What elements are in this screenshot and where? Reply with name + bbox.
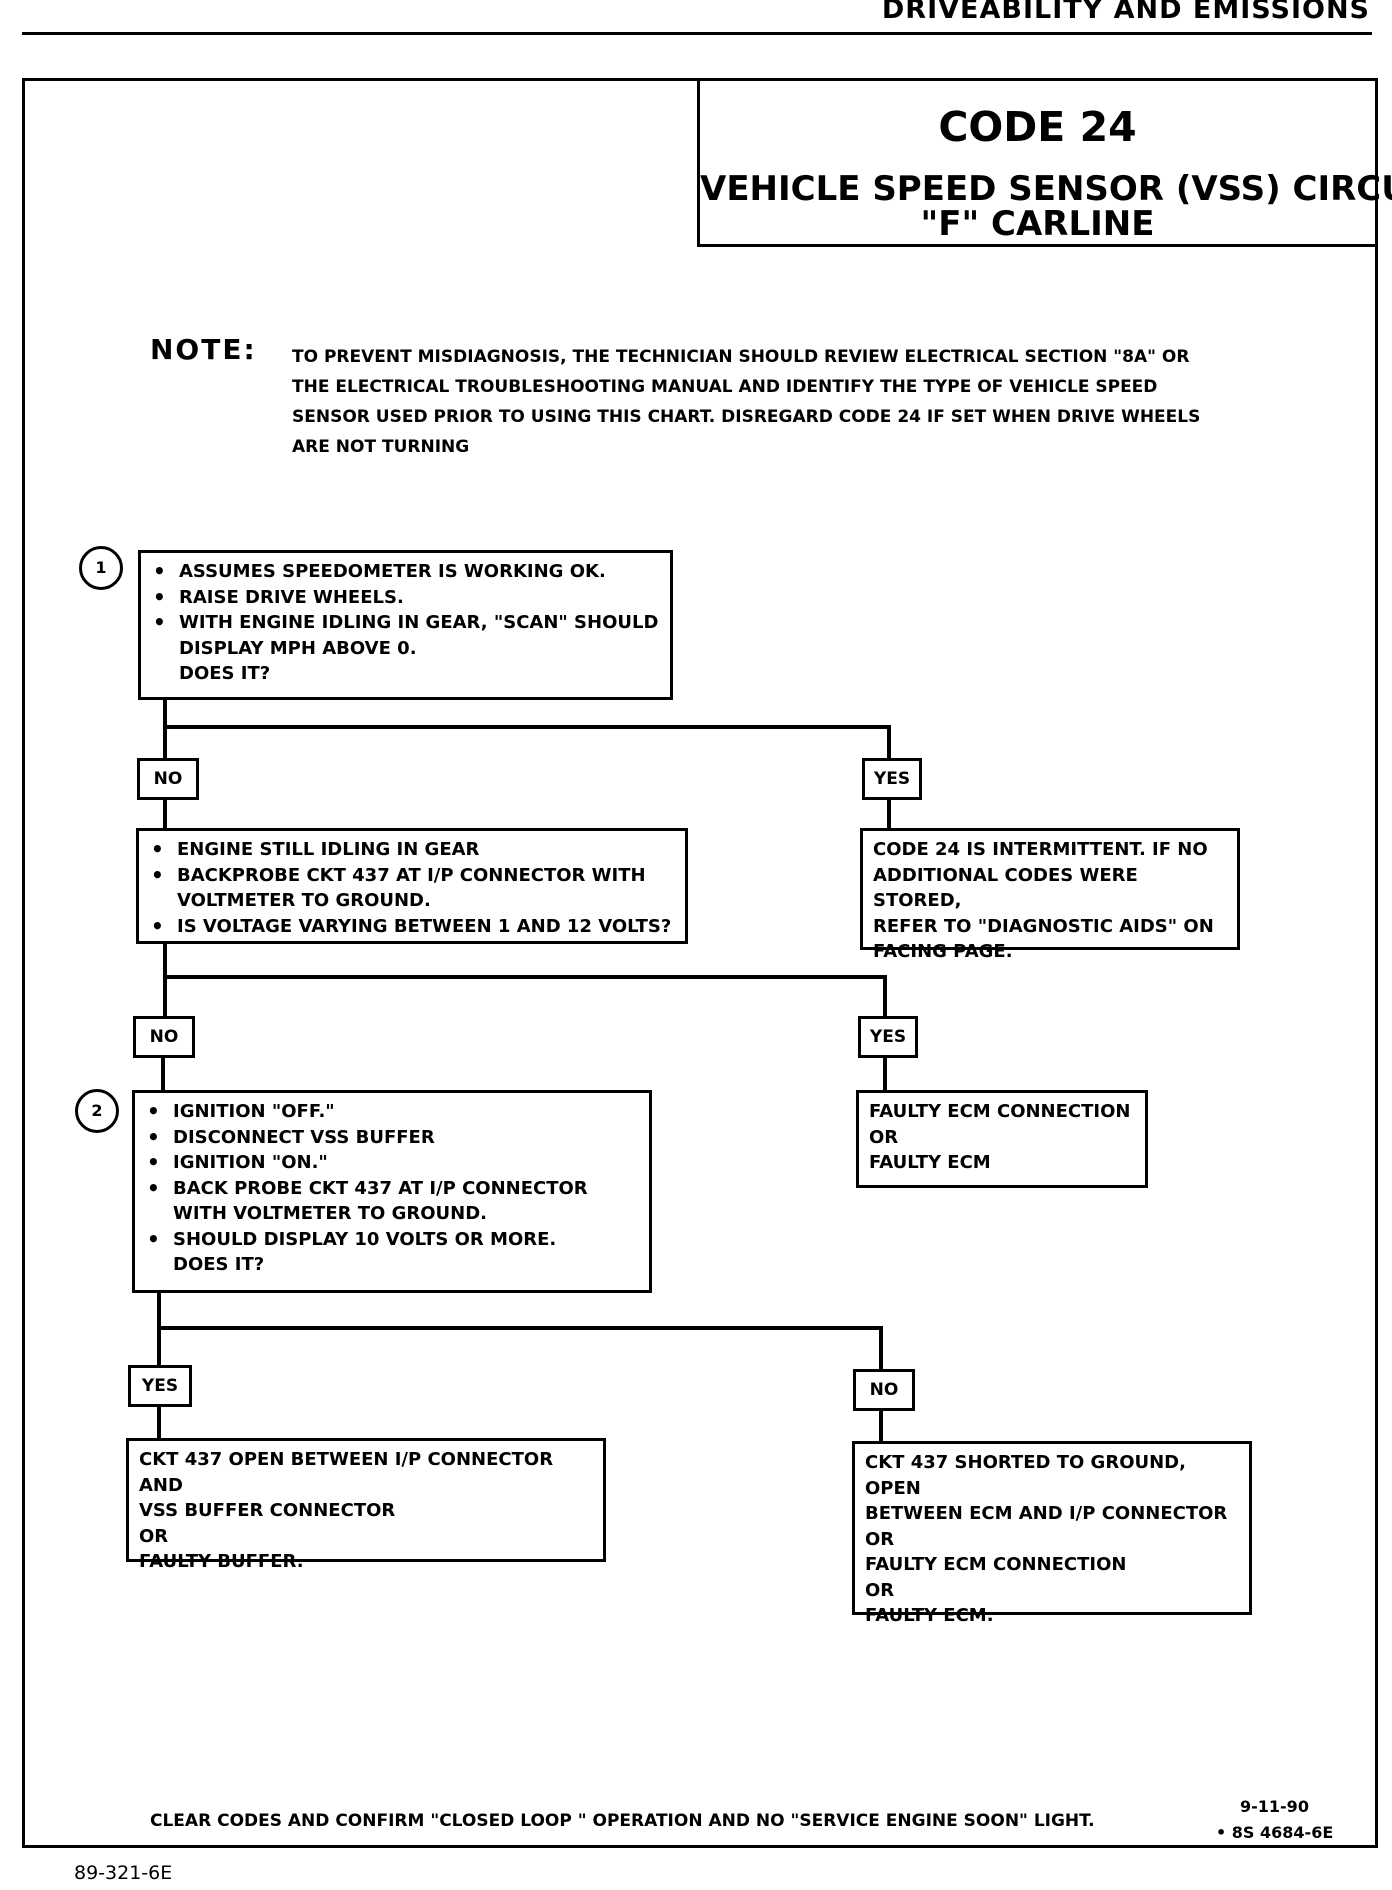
- shorted-circuit-line-3: OR: [865, 1528, 895, 1550]
- connector-line: [883, 1058, 887, 1090]
- voltage-check-bullet-1: ENGINE STILL IDLING IN GEAR: [149, 837, 675, 863]
- voltage-check-bullet-2: BACKPROBE CKT 437 AT I/P CONNECTOR WITH …: [149, 863, 675, 914]
- connector-line: [887, 800, 891, 828]
- footer-instruction: CLEAR CODES AND CONFIRM "CLOSED LOOP " O…: [150, 1811, 1095, 1831]
- circuit-title: VEHICLE SPEED SENSOR (VSS) CIRCUIT: [700, 169, 1392, 209]
- step1-box: ASSUMES SPEEDOMETER IS WORKING OK. RAISE…: [138, 550, 673, 700]
- step1-bullet-1: ASSUMES SPEEDOMETER IS WORKING OK.: [151, 559, 660, 585]
- faulty-ecm-box: FAULTY ECM CONNECTION OR FAULTY ECM: [856, 1090, 1148, 1188]
- step2-box: IGNITION "OFF." DISCONNECT VSS BUFFER IG…: [132, 1090, 652, 1293]
- step2-bullet-4: BACK PROBE CKT 437 AT I/P CONNECTOR WITH…: [145, 1176, 639, 1227]
- intermittent-line-3: REFER TO "DIAGNOSTIC AIDS" ON: [873, 915, 1214, 937]
- connector-line: [163, 700, 167, 758]
- open-circuit-line-3: OR: [139, 1525, 169, 1547]
- step2-question: DOES IT?: [173, 1254, 265, 1275]
- shorted-circuit-line-2: BETWEEN ECM AND I/P CONNECTOR: [865, 1503, 1228, 1524]
- footer-reference: • 8S 4684-6E: [1216, 1823, 1334, 1842]
- shorted-circuit-line-6: FAULTY ECM.: [865, 1605, 994, 1626]
- step1-no-label: NO: [137, 758, 199, 800]
- step-number-1: 1: [79, 546, 123, 590]
- note-text: TO PREVENT MISDIAGNOSIS, THE TECHNICIAN …: [292, 347, 1201, 457]
- open-circuit-line-4: FAULTY BUFFER.: [139, 1551, 304, 1572]
- connector-line: [163, 975, 887, 979]
- connector-line: [157, 1326, 883, 1330]
- intermittent-line-2: ADDITIONAL CODES WERE STORED,: [873, 864, 1138, 912]
- step2-bullet-5: SHOULD DISPLAY 10 VOLTS OR MORE.: [145, 1227, 639, 1253]
- intermittent-line-1: CODE 24 IS INTERMITTENT. IF NO: [873, 839, 1208, 860]
- title-box: CODE 24 VEHICLE SPEED SENSOR (VSS) CIRCU…: [697, 78, 1392, 247]
- shorted-circuit-box: CKT 437 SHORTED TO GROUND, OPEN BETWEEN …: [852, 1441, 1252, 1626]
- step1-bullet-2: RAISE DRIVE WHEELS.: [151, 585, 660, 611]
- header-rule: [22, 32, 1372, 35]
- connector-line: [161, 1058, 165, 1090]
- step2-bullet-3: IGNITION "ON.": [145, 1150, 639, 1176]
- step2-yes-label: YES: [128, 1365, 192, 1407]
- shorted-circuit-line-4: FAULTY ECM CONNECTION: [865, 1554, 1127, 1575]
- step2-bullet-2: DISCONNECT VSS BUFFER: [145, 1125, 639, 1151]
- voltage-no-label: NO: [133, 1016, 195, 1058]
- step1-yes-label: YES: [862, 758, 922, 800]
- connector-line: [887, 725, 891, 758]
- voltage-yes-label: YES: [858, 1016, 918, 1058]
- intermittent-box: CODE 24 IS INTERMITTENT. IF NO ADDITIONA…: [860, 828, 1240, 962]
- footer-date: 9-11-90: [1240, 1797, 1309, 1816]
- connector-line: [163, 800, 167, 828]
- code-title: CODE 24: [938, 103, 1137, 151]
- connector-line: [879, 1411, 883, 1441]
- connector-line: [883, 975, 887, 1016]
- connector-line: [163, 944, 167, 1016]
- step2-no-label: NO: [853, 1369, 915, 1411]
- faulty-ecm-line-3: FAULTY ECM: [869, 1152, 991, 1173]
- voltage-check-box: ENGINE STILL IDLING IN GEAR BACKPROBE CK…: [136, 828, 688, 944]
- carline-title: "F" CARLINE: [920, 204, 1155, 244]
- voltage-check-bullet-3: IS VOLTAGE VARYING BETWEEN 1 AND 12 VOLT…: [149, 914, 675, 940]
- open-circuit-line-1: CKT 437 OPEN BETWEEN I/P CONNECTOR AND: [139, 1449, 554, 1496]
- step1-question: DOES IT?: [179, 663, 271, 684]
- open-circuit-line-2: VSS BUFFER CONNECTOR: [139, 1500, 396, 1521]
- note-label: NOTE:: [150, 333, 257, 366]
- open-circuit-box: CKT 437 OPEN BETWEEN I/P CONNECTOR AND V…: [126, 1438, 606, 1572]
- intermittent-line-4: FACING PAGE.: [873, 941, 1013, 962]
- connector-line: [163, 725, 891, 729]
- page-reference: 89-321-6E: [74, 1862, 173, 1884]
- faulty-ecm-line-2: OR: [869, 1126, 899, 1148]
- step1-bullet-3: WITH ENGINE IDLING IN GEAR, "SCAN" SHOUL…: [151, 610, 660, 661]
- connector-line: [879, 1326, 883, 1369]
- section-title: DRIVEABILITY AND EMISSIONS: [881, 0, 1370, 25]
- connector-line: [157, 1407, 161, 1438]
- shorted-circuit-line-1: CKT 437 SHORTED TO GROUND, OPEN: [865, 1452, 1186, 1499]
- shorted-circuit-line-5: OR: [865, 1579, 895, 1601]
- faulty-ecm-line-1: FAULTY ECM CONNECTION: [869, 1101, 1131, 1122]
- step2-bullet-1: IGNITION "OFF.": [145, 1099, 639, 1125]
- step-number-2: 2: [75, 1089, 119, 1133]
